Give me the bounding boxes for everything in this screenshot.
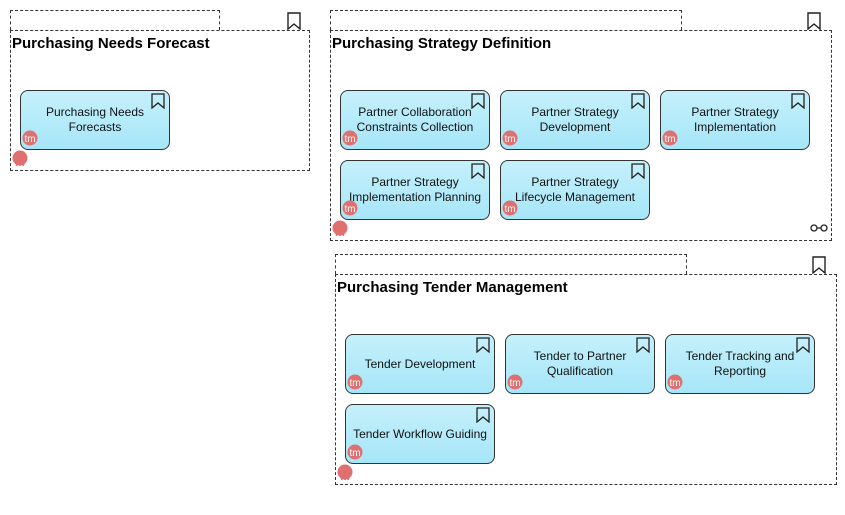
svg-text:tm: tm [664, 134, 675, 145]
element-box[interactable]: Tender to Partner Qualification [505, 334, 655, 394]
group-title: Purchasing Tender Management [337, 279, 568, 296]
tm-badge-icon: tm [667, 374, 683, 390]
tm-badge-icon: tm [507, 374, 523, 390]
bookmark-icon [287, 12, 301, 30]
group-tab [335, 254, 687, 274]
element-box[interactable]: Partner Collaboration Constraints Collec… [340, 90, 490, 150]
element-label: Partner Strategy Implementation Planning [348, 175, 482, 204]
svg-text:tm: tm [669, 378, 680, 389]
element-box[interactable]: Tender Development [345, 334, 495, 394]
group-title: Purchasing Needs Forecast [12, 35, 210, 52]
svg-text:tm: tm [24, 134, 35, 145]
element-box[interactable]: Tender Workflow Guiding [345, 404, 495, 464]
bookmark-icon [631, 163, 645, 179]
tm-badge-icon: tm [502, 130, 518, 146]
element-label: Tender to Partner Qualification [533, 349, 627, 378]
bookmark-icon [807, 12, 821, 30]
element-label: Partner Strategy Lifecycle Management [514, 175, 636, 204]
group-tab [10, 10, 220, 30]
element-label: Partner Strategy Implementation [691, 105, 779, 134]
element-box[interactable]: Partner Strategy Implementation [660, 90, 810, 150]
element-box[interactable]: Partner Strategy Implementation Planning [340, 160, 490, 220]
tm-badge-icon: tm [342, 130, 358, 146]
bookmark-icon [476, 407, 490, 423]
tm-badge-icon [12, 150, 28, 166]
tm-badge-icon: tm [347, 444, 363, 460]
tm-badge-icon: tm [342, 200, 358, 216]
link-icon [810, 224, 828, 232]
group-purchasing-tender-management[interactable]: Purchasing Tender Management Tender Deve… [335, 254, 837, 486]
element-label: Partner Strategy Development [531, 105, 619, 134]
tm-badge-icon: tm [347, 374, 363, 390]
svg-text:tm: tm [344, 204, 355, 215]
svg-text:tm: tm [504, 204, 515, 215]
element-box[interactable]: Partner Strategy Development [500, 90, 650, 150]
group-purchasing-strategy-definition[interactable]: Purchasing Strategy Definition Partner C… [330, 10, 832, 242]
tm-badge-icon [337, 464, 353, 480]
group-purchasing-needs-forecast[interactable]: Purchasing Needs Forecast Purchasing Nee… [10, 10, 310, 172]
element-label: Tender Tracking and Reporting [685, 349, 795, 378]
tm-badge-icon: tm [502, 200, 518, 216]
bookmark-icon [812, 256, 826, 274]
bookmark-icon [791, 93, 805, 109]
bookmark-icon [476, 337, 490, 353]
element-label: Partner Collaboration Constraints Collec… [356, 105, 474, 134]
element-box[interactable]: Purchasing Needs Forecasts [20, 90, 170, 150]
element-label: Tender Workflow Guiding [353, 426, 487, 441]
element-box[interactable]: Partner Strategy Lifecycle Management [500, 160, 650, 220]
svg-text:tm: tm [504, 134, 515, 145]
tm-badge-icon: tm [22, 130, 38, 146]
bookmark-icon [151, 93, 165, 109]
bookmark-icon [471, 163, 485, 179]
svg-text:tm: tm [509, 378, 520, 389]
svg-text:tm: tm [349, 448, 360, 459]
group-title: Purchasing Strategy Definition [332, 35, 552, 52]
tm-badge-icon: tm [662, 130, 678, 146]
tm-badge-icon [332, 220, 348, 236]
element-label: Purchasing Needs Forecasts [45, 105, 145, 134]
element-label: Tender Development [364, 356, 476, 371]
bookmark-icon [631, 93, 645, 109]
svg-text:tm: tm [349, 378, 360, 389]
bookmark-icon [796, 337, 810, 353]
group-tab [330, 10, 682, 30]
svg-text:tm: tm [344, 134, 355, 145]
bookmark-icon [471, 93, 485, 109]
element-box[interactable]: Tender Tracking and Reporting [665, 334, 815, 394]
bookmark-icon [636, 337, 650, 353]
